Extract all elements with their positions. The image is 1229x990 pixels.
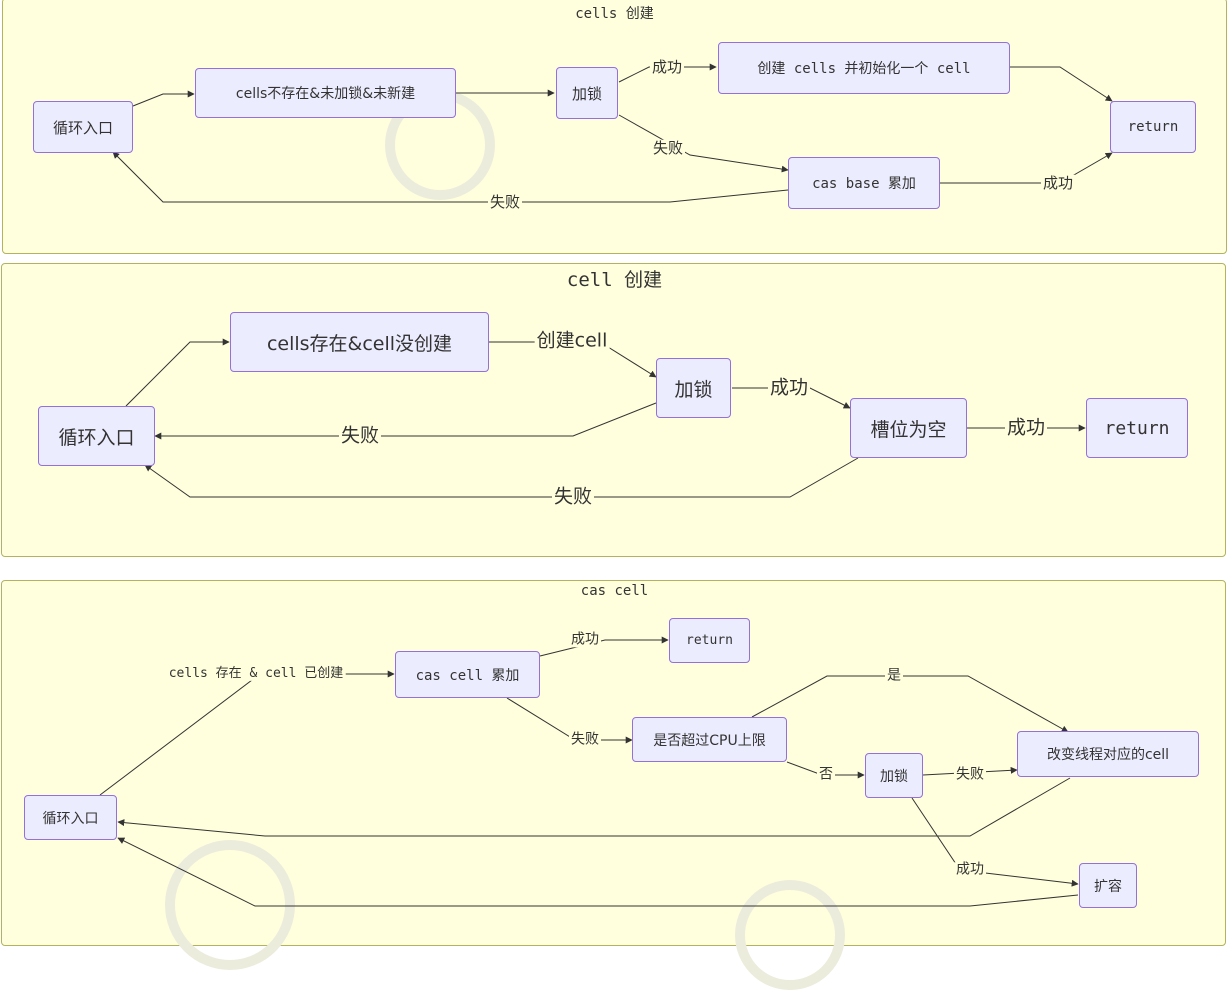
edge-label-no: 否 — [817, 766, 835, 783]
edge — [117, 777, 1071, 837]
edge — [99, 670, 395, 796]
return-node[interactable]: return — [669, 618, 750, 663]
edge-label-success: 成功 — [954, 861, 986, 878]
loop-entry-node[interactable]: 循环入口 — [24, 795, 117, 840]
expand-node[interactable]: 扩容 — [1079, 863, 1137, 908]
cells-exist-node[interactable]: cells存在&cell没创建 — [230, 312, 489, 372]
edge — [911, 797, 1079, 887]
edge-label-cells-exist: cells 存在 & cell 已创建 — [166, 665, 346, 682]
edge — [132, 90, 195, 107]
panel-title: cells 创建 — [575, 6, 654, 22]
cells-create-panel — [2, 0, 1227, 254]
cell-create-panel — [1, 263, 1226, 557]
slot-empty-node[interactable]: 槽位为空 — [850, 398, 967, 458]
return-node[interactable]: return — [1086, 398, 1188, 458]
edge-label-yes: 是 — [885, 667, 903, 684]
edge — [618, 114, 789, 173]
panel-title: cell 创建 — [566, 269, 663, 291]
edge-label-success: 成功 — [1004, 416, 1048, 439]
edge — [751, 675, 1069, 733]
edge — [117, 837, 1079, 907]
loop-entry-node[interactable]: 循环入口 — [33, 101, 133, 153]
lock-node[interactable]: 加锁 — [656, 358, 731, 418]
panel-title: cas cell — [580, 583, 649, 599]
edge-label-success: 成功 — [767, 376, 811, 399]
edge-label-fail: 失败 — [569, 731, 601, 748]
lock-node[interactable]: 加锁 — [556, 67, 618, 119]
edge-label-fail: 失败 — [487, 192, 523, 211]
edge-label-success: 成功 — [569, 631, 601, 648]
edge — [539, 636, 669, 657]
change-thread-cell-node[interactable]: 改变线程对应的cell — [1017, 731, 1199, 777]
edge-label-fail: 失败 — [551, 485, 595, 508]
diagram-edges — [99, 63, 1113, 907]
edge — [112, 151, 789, 203]
edge-label-success: 成功 — [649, 57, 685, 76]
edge-label-create-cell: 创建cell — [534, 329, 610, 352]
edge-label-success: 成功 — [1040, 173, 1076, 192]
edge-label-fail: 失败 — [954, 766, 986, 783]
edge-label-fail: 失败 — [338, 424, 382, 447]
create-cells-node[interactable]: 创建 cells 并初始化一个 cell — [718, 42, 1010, 94]
edge — [940, 152, 1113, 184]
edge-label-fail: 失败 — [650, 138, 686, 157]
cells-not-exist-node[interactable]: cells不存在&未加锁&未新建 — [195, 68, 456, 118]
loop-entry-node[interactable]: 循环入口 — [38, 406, 155, 466]
cas-cell-node[interactable]: cas cell 累加 — [395, 651, 540, 698]
edge — [144, 457, 859, 498]
edge — [125, 338, 230, 407]
cas-base-node[interactable]: cas base 累加 — [788, 157, 940, 209]
edge — [618, 63, 717, 83]
edge — [154, 402, 657, 440]
lock-node[interactable]: 加锁 — [865, 753, 923, 798]
return-node[interactable]: return — [1110, 101, 1196, 153]
cpu-limit-node[interactable]: 是否超过CPU上限 — [632, 717, 787, 762]
edge — [1010, 66, 1113, 102]
